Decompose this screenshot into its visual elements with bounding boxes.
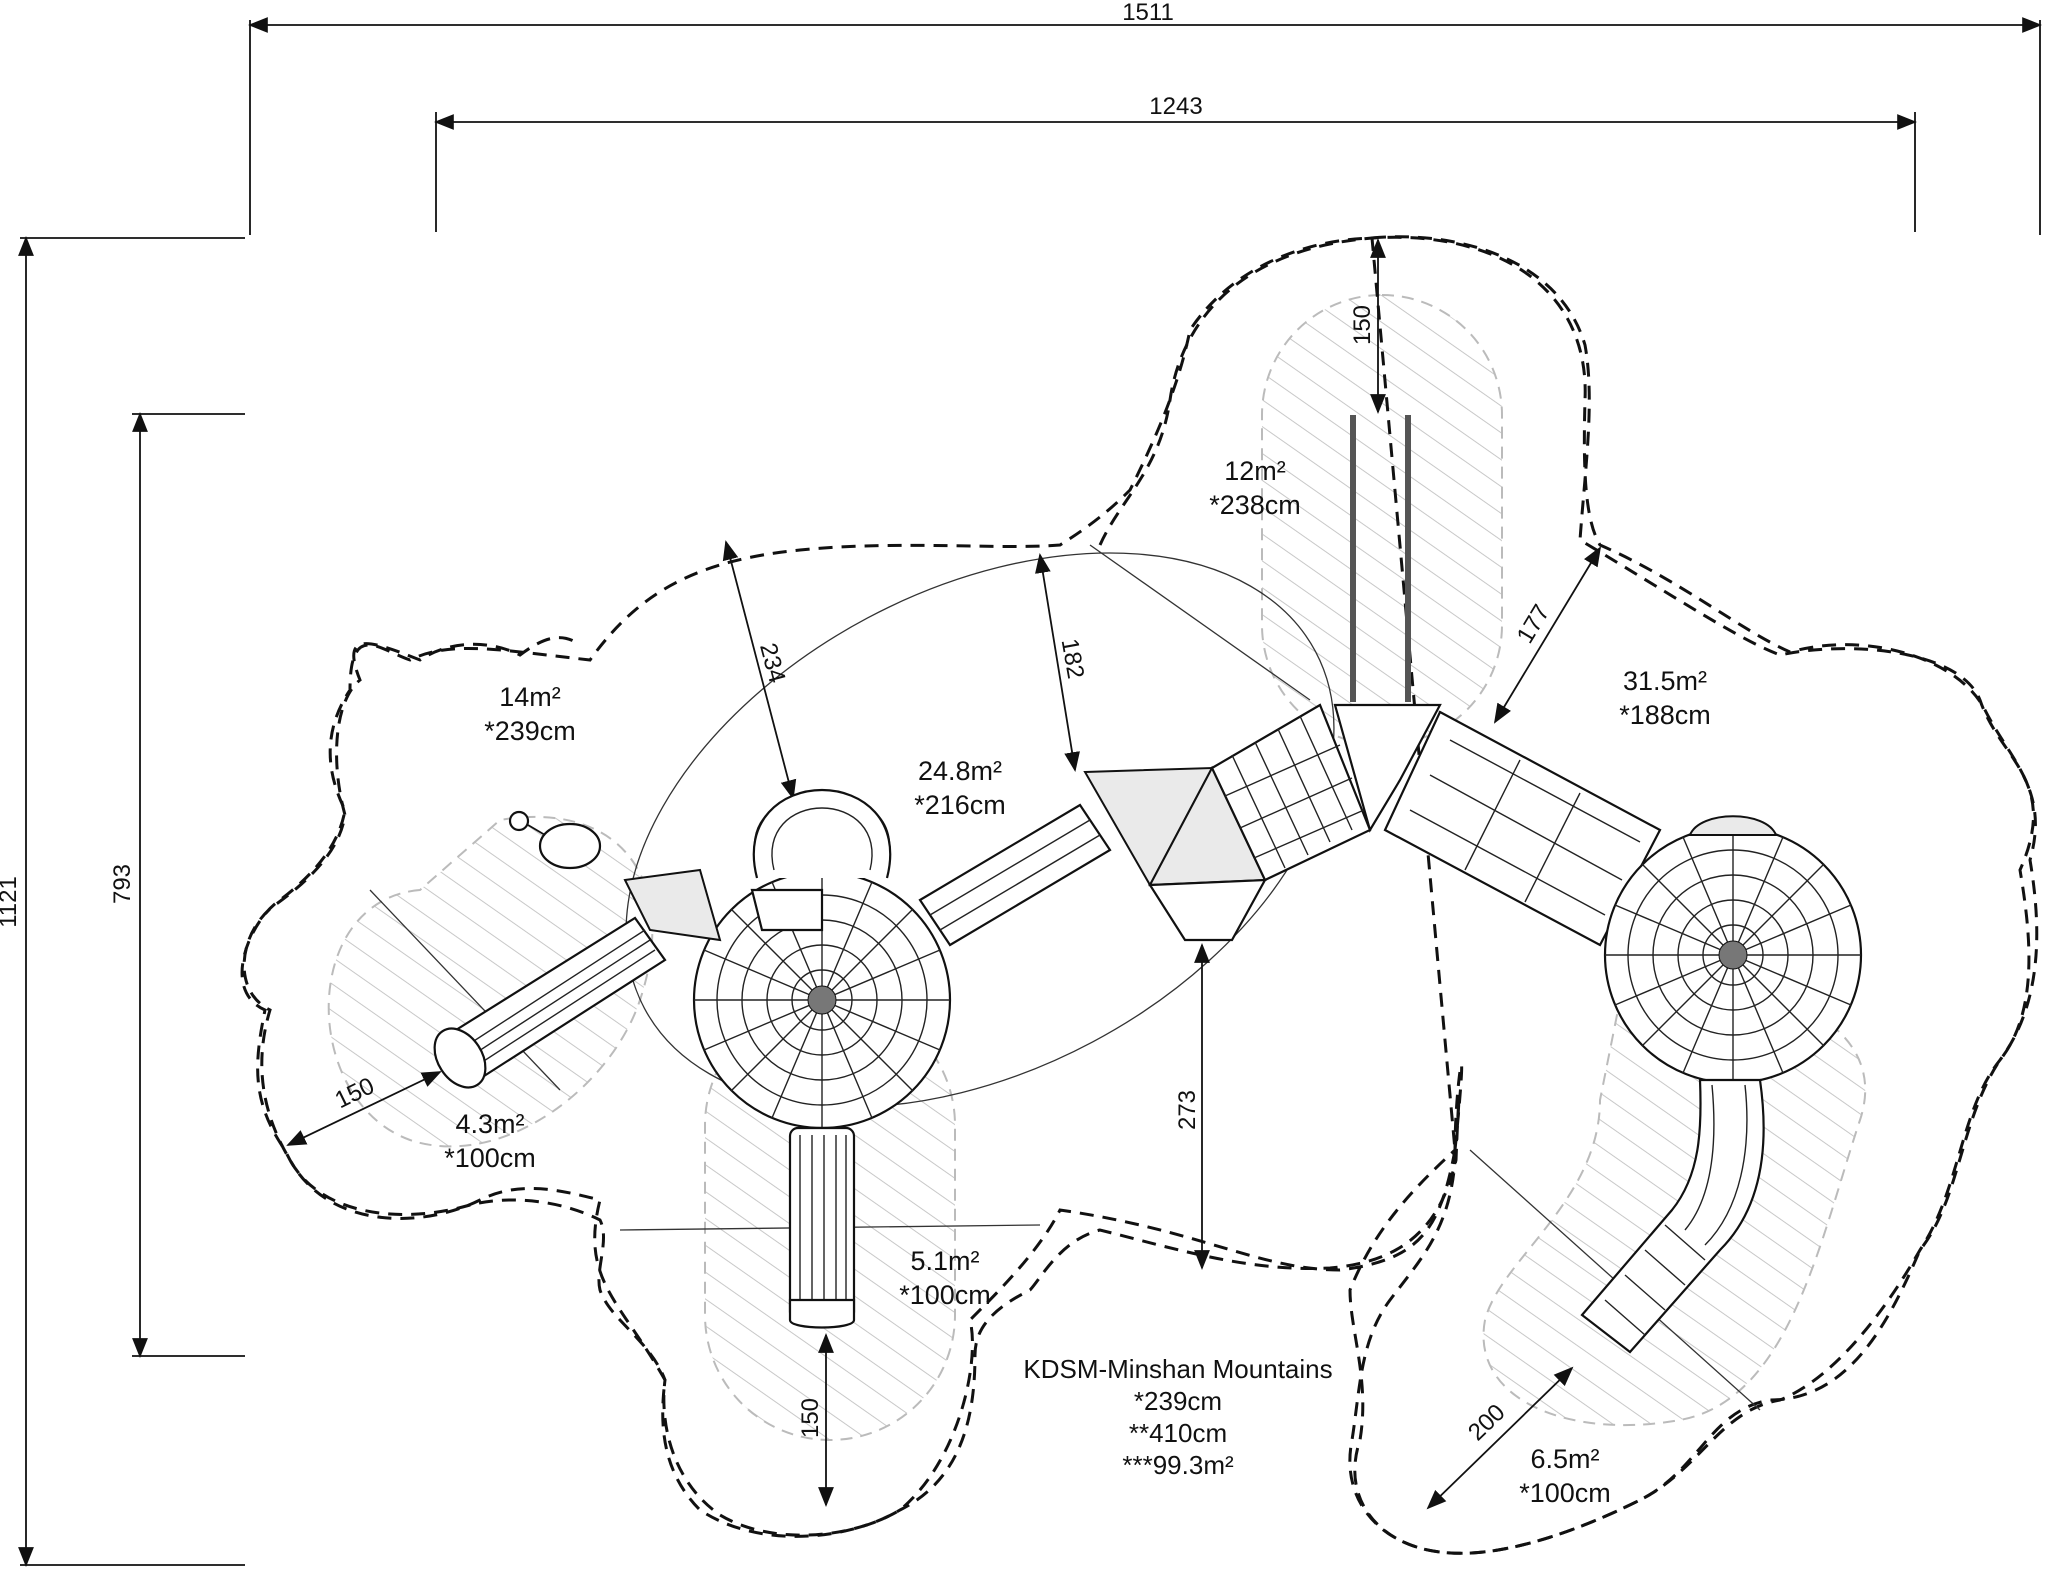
equipment	[433, 415, 1863, 1354]
curved-slide-right	[1580, 1078, 1765, 1354]
center-platforms	[1083, 703, 1442, 942]
free-space-outline	[625, 552, 1335, 1108]
height-label: *100cm	[899, 1280, 991, 1310]
dim-right-diagonal: 177	[1512, 600, 1556, 648]
dim-top-vertical: 150	[1349, 305, 1376, 345]
area-labels: 12m² *238cm 14m² *239cm 24.8m² *216cm 31…	[444, 456, 1711, 1508]
product-name: KDSM-Minshan Mountains	[1023, 1354, 1332, 1384]
height-label: *238cm	[1209, 490, 1301, 520]
safety-zone-outline	[242, 235, 2039, 1555]
bridge-left	[918, 803, 1112, 947]
dim-right-slide: 200	[1463, 1399, 1511, 1446]
dim-upper-left-diagonal: 234	[754, 640, 790, 686]
height-label: *100cm	[1519, 1478, 1611, 1508]
dim-width-total: 1511	[1122, 0, 1174, 26]
tube-slide-left	[433, 916, 667, 1089]
arch-climber	[752, 788, 892, 879]
area-label: 12m²	[1224, 456, 1286, 486]
dim-center-vertical: 273	[1174, 1090, 1201, 1130]
dim-height-total: 1121	[0, 876, 22, 928]
safety-zone-boundary	[240, 235, 2035, 1555]
dim-bottom-slide: 150	[797, 1398, 824, 1438]
area-label: 31.5m²	[1623, 666, 1707, 696]
bridge-right	[1383, 710, 1662, 947]
fall-zone-left-slide	[327, 815, 654, 1148]
height-label: *239cm	[484, 716, 576, 746]
right-tower	[1603, 815, 1863, 1085]
product-safety-area: ***99.3m²	[1122, 1450, 1234, 1480]
product-max-height: **410cm	[1129, 1418, 1227, 1448]
area-label: 5.1m²	[910, 1246, 979, 1276]
dim-height-inner: 793	[109, 864, 136, 904]
height-label: *216cm	[914, 790, 1006, 820]
area-label: 6.5m²	[1530, 1444, 1599, 1474]
dim-width-inner: 1243	[1149, 93, 1202, 120]
area-label: 14m²	[499, 682, 561, 712]
product-info: KDSM-Minshan Mountains *239cm **410cm **…	[1023, 1354, 1332, 1480]
height-label: *100cm	[444, 1143, 536, 1173]
area-label: 4.3m²	[455, 1109, 524, 1139]
area-label: 24.8m²	[918, 756, 1002, 786]
spring-rider	[538, 822, 602, 870]
height-label: *188cm	[1619, 700, 1711, 730]
leader-line-upper	[1089, 544, 1311, 701]
straight-slide-bottom	[788, 1126, 856, 1329]
dim-mid-diagonal: 182	[1056, 637, 1090, 681]
leader-line-left	[369, 889, 561, 1091]
product-free-height: *239cm	[1134, 1386, 1222, 1416]
